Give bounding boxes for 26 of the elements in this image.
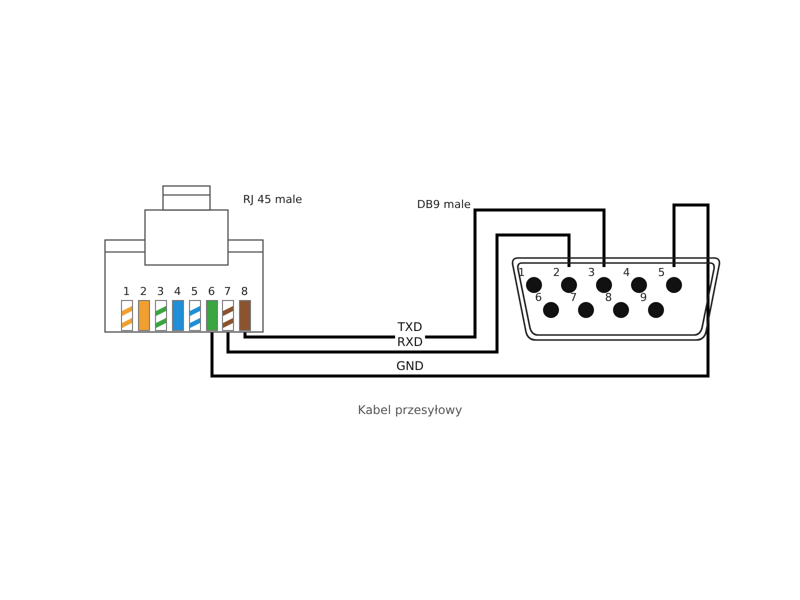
wire-label: RXD	[395, 335, 425, 349]
wire-label: GND	[394, 359, 426, 373]
connector-label: RJ 45 male	[243, 193, 302, 206]
pin-number: 1	[123, 286, 130, 298]
pin-number: 1	[518, 267, 525, 279]
pin-number: 6	[535, 292, 542, 304]
wire	[226, 234, 570, 354]
pin-number: 8	[241, 286, 248, 298]
pin-number: 2	[553, 267, 560, 279]
pin-number: 3	[588, 267, 595, 279]
pin-number: 3	[157, 286, 164, 298]
wire	[244, 208, 606, 338]
pin-number: 9	[640, 292, 647, 304]
pin-number: 4	[174, 286, 181, 298]
pin-number: 5	[191, 286, 198, 298]
pin-number: 4	[623, 267, 630, 279]
pin-number: 7	[224, 286, 231, 298]
wire	[210, 204, 710, 378]
pin-number: 8	[605, 292, 612, 304]
pin-number: 7	[570, 292, 577, 304]
pin-number: 6	[208, 286, 215, 298]
caption: Kabel przesyłowy	[356, 403, 464, 417]
pin-number: 2	[140, 286, 147, 298]
wire-label: TXD	[396, 320, 424, 334]
connector-label: DB9 male	[417, 198, 471, 211]
pin-number: 5	[658, 267, 665, 279]
